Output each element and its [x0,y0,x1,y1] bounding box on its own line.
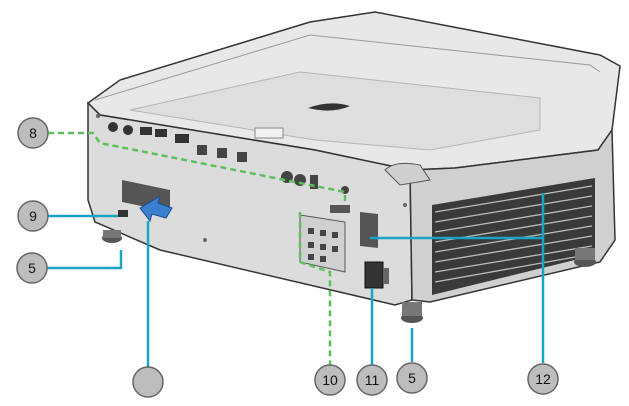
callout-blank [132,366,164,398]
io-panel [108,122,350,213]
leader-lines [46,131,545,370]
leader-line-10 [298,212,332,365]
callout-9: 9 [17,200,49,232]
callout-label: 8 [29,125,37,141]
callout-5-left: 5 [16,252,48,284]
insertion-arrow-icon [139,194,173,223]
callout-label: 5 [408,370,416,386]
leader-line-8 [48,131,347,205]
projector-body [86,11,621,323]
callout-label: 5 [28,260,36,276]
leader-line-5a [46,250,123,270]
callout-12: 12 [527,363,559,395]
callout-10: 10 [314,364,346,396]
power-socket [364,261,389,289]
callout-11: 11 [356,364,388,396]
callout-label: 10 [322,372,338,388]
security-slot [118,210,128,217]
keypad [299,214,346,273]
callout-label: 12 [535,371,551,387]
adjustable-foot [102,230,596,323]
callout-5-right: 5 [396,362,428,394]
brand-logo [308,103,350,111]
callout-label: 11 [365,372,380,388]
leader-line-12 [370,193,545,363]
callout-8: 8 [17,117,49,149]
side-vent-grille [432,178,595,295]
callout-label: 9 [29,208,37,224]
